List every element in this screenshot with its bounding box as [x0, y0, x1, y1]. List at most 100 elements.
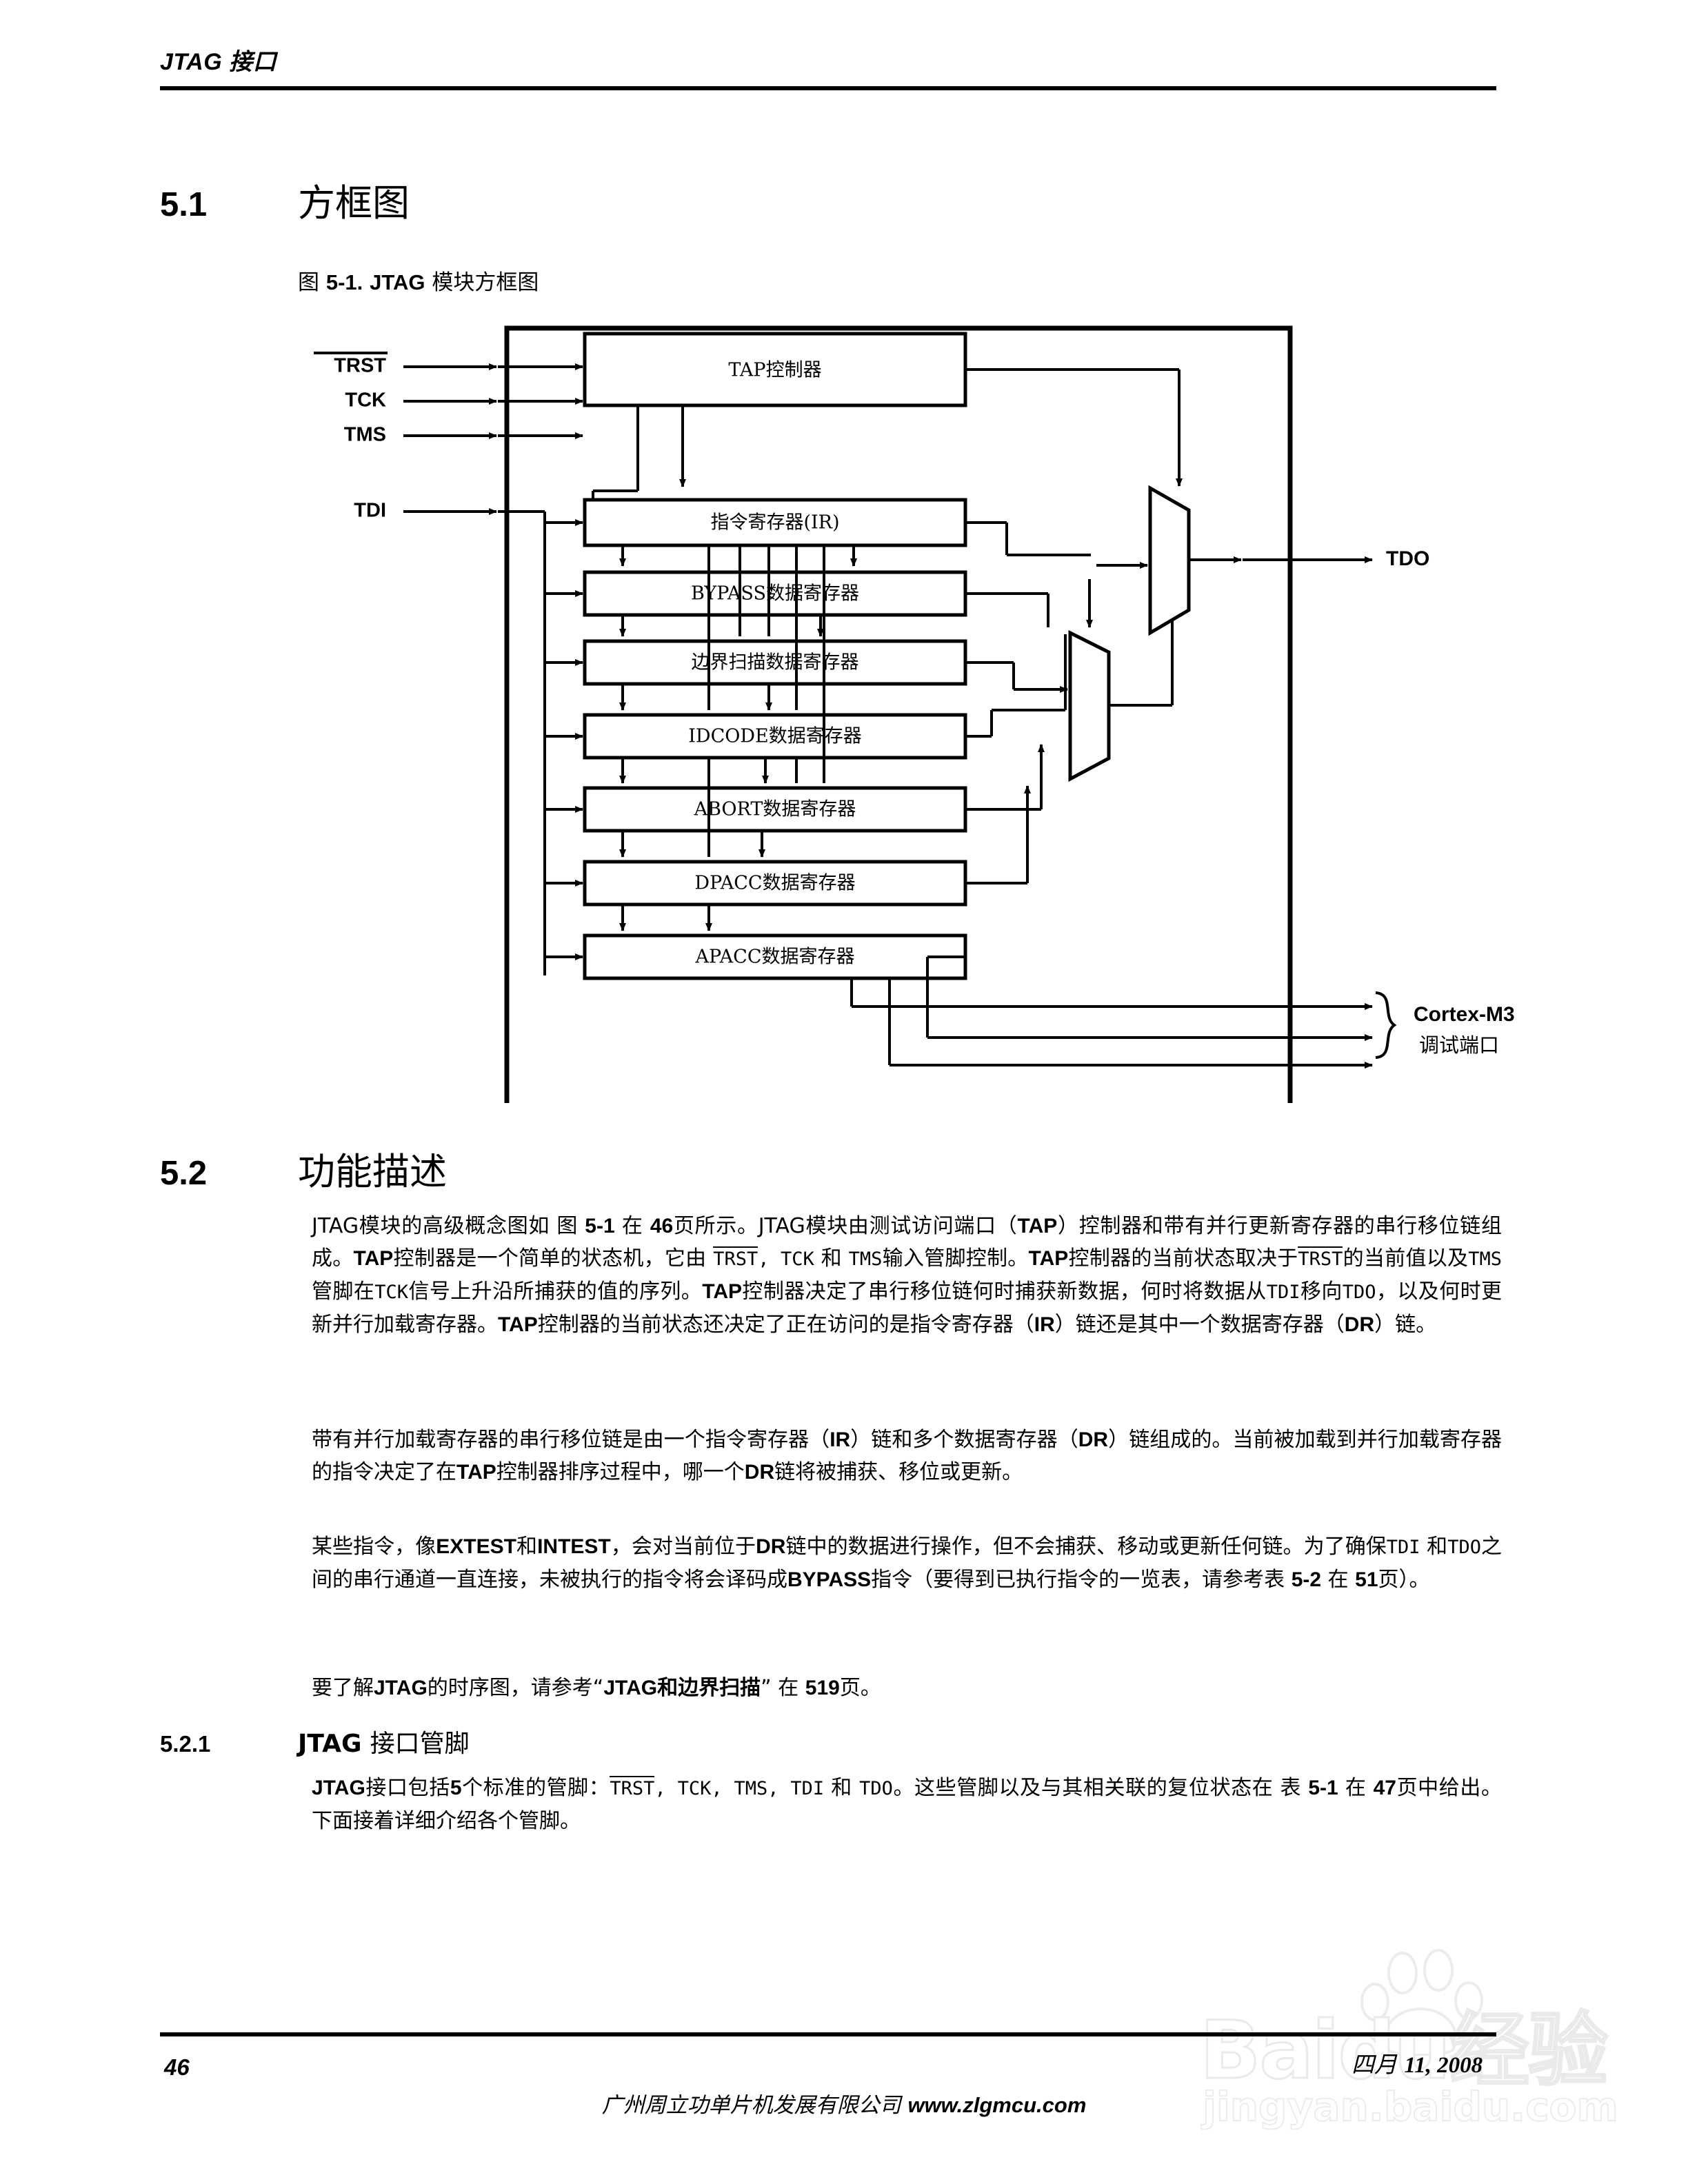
p3-t3: ，会对当前位于	[610, 1535, 756, 1559]
p1-t10: 的当前值以及	[1343, 1246, 1469, 1271]
p3-b3: DR	[756, 1535, 786, 1558]
p5-t3: 个标准的管脚：	[461, 1776, 610, 1800]
p1-t6: ,	[758, 1248, 781, 1270]
p1-t17: ）链还是其中一个数据寄存器（	[1054, 1313, 1345, 1337]
pin-tck-text: TCK	[345, 390, 386, 412]
p5-m4-tdi: TDI	[790, 1778, 825, 1799]
p1-m2-tck: TCK	[781, 1248, 814, 1270]
running-header-en: JTAG	[160, 49, 223, 75]
heading-5-2-1: 5.2.1 JTAG 接口管脚	[160, 1723, 470, 1759]
footer-url[interactable]: www.zlgmcu.com	[907, 2093, 1087, 2117]
p3-m2-tdo: TDO	[1447, 1537, 1481, 1558]
p2-t4: 控制器排序过程中，哪一个	[496, 1460, 745, 1484]
p3-t6: 之间的串行通道一直连接，未被执行的指令将会译码成	[312, 1535, 1503, 1592]
figure-caption-name-en: JTAG	[370, 270, 425, 294]
paragraph-4: 要了解JTAG的时序图，请参考“JTAG和边界扫描” 在 519页。	[312, 1672, 1502, 1704]
watermark-main-text: Baidu经验	[1198, 2003, 1609, 2099]
p2-t5: 链将被捕获、移位或更新。	[774, 1460, 1023, 1484]
p2-t2: ）链和多个数据寄存器（	[850, 1428, 1078, 1452]
pin-tdo-text: TDO	[1386, 547, 1429, 570]
p2-b1: IR	[830, 1428, 851, 1451]
p3-b1: EXTEST	[436, 1535, 516, 1558]
p1-t11: 管脚在	[312, 1280, 375, 1304]
p1-t9: 控制器的当前状态取决于	[1068, 1246, 1298, 1271]
p1-m4-trst: TRST	[1298, 1246, 1343, 1270]
p1-t16: 控制器的当前状态还决定了正在访问的是指令寄存器（	[537, 1313, 1034, 1337]
p2-b2: DR	[1078, 1428, 1109, 1451]
header-divider	[160, 86, 1496, 90]
p3-t2: 和	[516, 1535, 538, 1559]
p5-t4: ,	[654, 1778, 678, 1799]
p5-m2-tck: TCK	[677, 1778, 712, 1799]
p1-m8-tdo: TDO	[1342, 1282, 1376, 1303]
running-header-text: JTAG 接口	[160, 43, 1496, 77]
pin-label-trst: TRST	[314, 352, 388, 377]
p1-b9: DR	[1344, 1313, 1375, 1336]
p1-t15: ，以及何时更新并行加载寄存器。	[312, 1280, 1503, 1337]
p3-t7: 指令（要得到已执行指令的一览表，请参考表	[871, 1568, 1292, 1592]
running-header-cn: 接口	[229, 49, 277, 75]
p4-t2: 的时序图，请参考“	[427, 1676, 604, 1700]
p3-t1: 某些指令，像	[312, 1535, 436, 1559]
heading-5-2-1-number: 5.2.1	[160, 1731, 211, 1757]
p1-t7: 和	[814, 1246, 849, 1271]
p1-t8: 输入管脚控制。	[882, 1246, 1029, 1271]
p1-t2: 在	[614, 1214, 650, 1238]
p4-b2: JTAG	[603, 1677, 658, 1699]
p1-b7: TAP	[498, 1313, 538, 1336]
heading-5-2-title: 功能描述	[298, 1150, 447, 1193]
p4-t1: 要了解	[312, 1676, 374, 1700]
p1-b3: TAP	[1017, 1215, 1058, 1237]
block-dpacc-label: DPACC数据寄存器	[694, 873, 855, 894]
p1-t13: 控制器决定了串行移位链何时捕获新数据，何时将数据从	[742, 1280, 1267, 1304]
p2-b4: DR	[744, 1461, 775, 1484]
paragraph-1: JTAG模块的高级概念图如 图 5-1 在 46页所示。JTAG模块由测试访问端…	[312, 1210, 1502, 1341]
p5-t8: 。这些管脚以及与其相关联的复位状态在 表	[892, 1776, 1309, 1800]
p1-m1-trst: TRST	[713, 1246, 758, 1270]
p5-m5-tdo: TDO	[859, 1778, 893, 1799]
p2-t3: ）链组成的。当前被加载到并行加载寄存器的指令决定了在	[312, 1428, 1503, 1484]
p4-t4: 页。	[839, 1676, 881, 1700]
heading-5-2-number: 5.2	[160, 1155, 208, 1192]
p1-m3-tms: TMS	[848, 1248, 883, 1270]
paragraph-3: 某些指令，像EXTEST和INTEST，会对当前位于DR链中的数据进行操作，但不…	[312, 1530, 1502, 1596]
pin-trst-text: TRST	[334, 355, 386, 377]
figure-caption-prefix: 图	[298, 270, 319, 295]
p1-t5: 控制器是一个简单的状态机，它由	[393, 1246, 714, 1271]
p3-b6: 51	[1355, 1568, 1378, 1591]
block-dpacc-register: DPACC数据寄存器	[583, 860, 967, 907]
figure-caption-name-cn: 模块方框图	[432, 270, 539, 295]
footer-date-cn: 四月	[1352, 2051, 1397, 2078]
p5-m3-tms: TMS	[734, 1778, 768, 1799]
p1-t1: JTAG模块的高级概念图如 图	[312, 1214, 585, 1238]
block-tap-controller-label: TAP控制器	[728, 360, 821, 381]
p5-m1-trst: TRST	[610, 1776, 655, 1799]
heading-5-1-title: 方框图	[298, 181, 410, 225]
p1-b5: TAP	[1028, 1247, 1069, 1270]
p1-b1: 5-1	[585, 1215, 615, 1237]
cortex-brace-icon	[1375, 991, 1397, 1059]
footer-divider	[160, 2032, 1496, 2036]
p5-t10: 页中给出。下面接着详细介绍各个管脚。	[312, 1776, 1503, 1833]
p3-t4: 链中的数据进行操作，但不会捕获、移动或更新任何链。为了确保	[785, 1535, 1387, 1559]
block-boundary-scan-label: 边界扫描数据寄存器	[692, 652, 859, 674]
p5-t9: 在	[1338, 1776, 1374, 1800]
p4-b1: JTAG	[374, 1677, 428, 1699]
running-header: JTAG 接口	[160, 43, 1496, 90]
block-idcode-label: IDCODE数据寄存器	[688, 726, 861, 747]
p1-t18: ）链。	[1374, 1313, 1437, 1337]
p1-m7-tdi: TDI	[1266, 1282, 1300, 1303]
p5-t1: JTAG	[312, 1777, 365, 1799]
p3-t9: 页）。	[1378, 1568, 1430, 1592]
p5-t6: ,	[767, 1778, 791, 1799]
figure-caption-number: 5-1.	[325, 270, 363, 294]
block-ir-label: 指令寄存器(IR)	[710, 512, 839, 534]
p3-b4: BYPASS	[787, 1568, 872, 1591]
p1-b6: TAP	[702, 1280, 743, 1303]
p5-b1: 5	[450, 1777, 462, 1799]
p3-b2: INTEST	[537, 1535, 611, 1558]
p4-b4: 519	[805, 1677, 840, 1699]
block-abort-label: ABORT数据寄存器	[694, 799, 856, 820]
pin-tdi-text: TDI	[354, 500, 386, 522]
